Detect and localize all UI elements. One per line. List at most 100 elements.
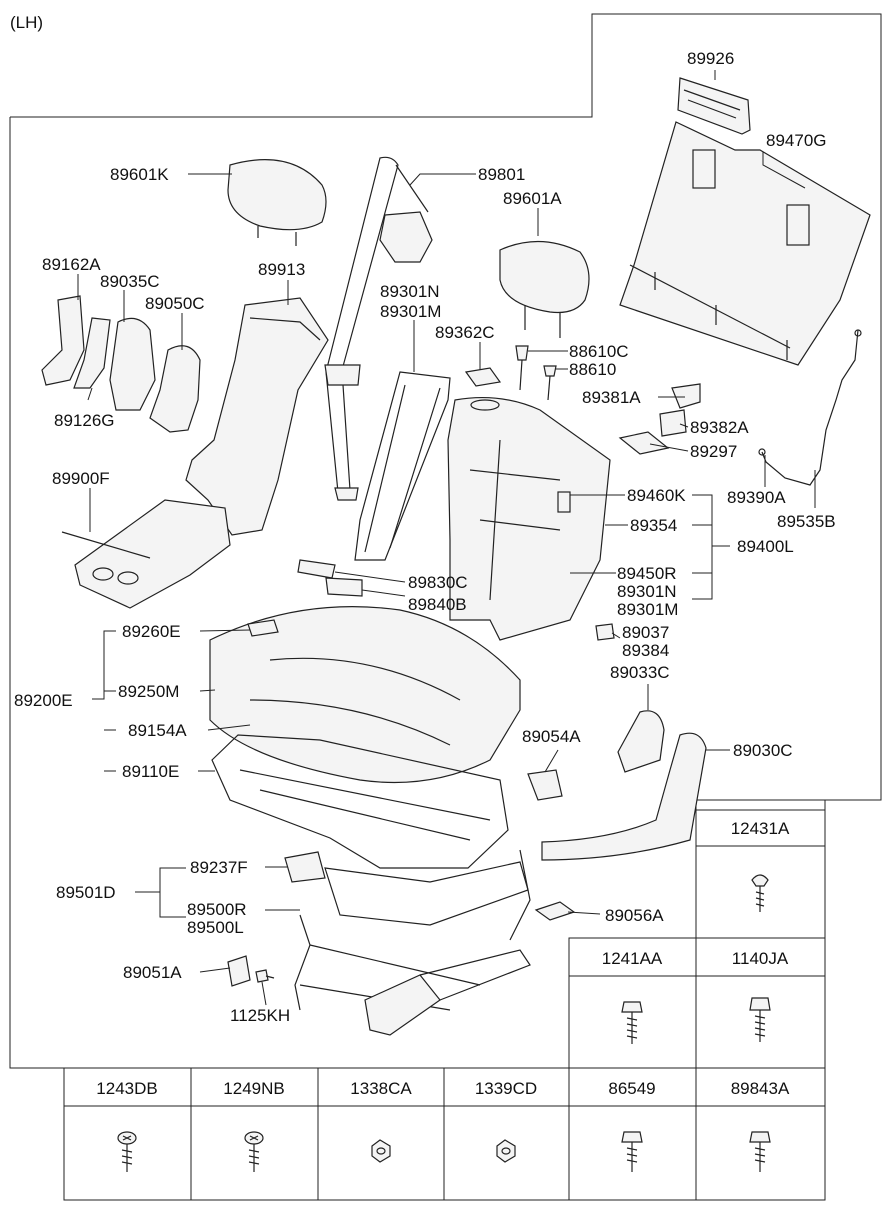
screw-icon-12431A [751,874,769,912]
bracket-89126G-part [73,317,111,389]
screw-icon-1243DB [117,1131,137,1172]
label-89500L: 89500L [187,918,244,937]
label-89297: 89297 [690,442,737,461]
cover-89050C-part [149,345,201,433]
fastener-code-1338CA: 1338CA [350,1079,412,1098]
label-89601A: 89601A [503,189,562,208]
seat-cushion-89250M-part [209,606,521,784]
seat-belt-89801-part [324,156,433,501]
label-89110E: 89110E [122,762,179,781]
label-1125KH: 1125KH [230,1006,290,1025]
label-89926: 89926 [687,49,734,68]
label-89301N-upper: 89301N [380,282,440,301]
label-89301N-lower: 89301N [617,582,677,601]
fastener-code-1243DB: 1243DB [96,1079,157,1098]
back-cushion-89913-part [185,297,329,536]
latch-89381A-part [671,383,701,409]
tag-89037-part [595,623,615,641]
slide-rail-89500-part [284,849,531,941]
label-89126G: 89126G [54,411,115,430]
guide-88610C-part [515,345,529,391]
armrest-89900F-part [61,499,231,609]
fastener-code-12431A: 12431A [731,819,790,838]
label-89535B: 89535B [777,512,836,531]
bracket-89054A-part [527,769,563,801]
label-89162A: 89162A [42,255,101,274]
bracket-89926-part [677,77,751,135]
label-89154A: 89154A [128,721,187,740]
bolt-icon-86549 [621,1131,643,1172]
buckle-89830C-part [297,559,336,579]
headrest-89601K-part [227,159,327,246]
headrest-89601A-part [499,240,590,338]
side-label: (LH) [10,13,43,32]
label-89381A: 89381A [582,388,641,407]
label-89200E: 89200E [14,691,73,710]
latch-89382A-part [659,409,687,437]
label-89301M-lower: 89301M [617,600,678,619]
label-89384: 89384 [622,641,669,660]
bolt-icon-1140JA [749,997,771,1042]
label-89354: 89354 [630,516,677,535]
label-89830C: 89830C [408,573,468,592]
bolt-icon-1241AA [621,1001,643,1044]
fastener-code-86549: 86549 [608,1079,655,1098]
back-frame-89301-part [354,371,451,561]
seat-back-89354-part [447,396,611,641]
label-89913: 89913 [258,260,305,279]
side-cover-89030C-part [541,732,707,861]
label-89035C: 89035C [100,272,160,291]
fastener-code-89843A: 89843A [731,1079,790,1098]
recliner-assembly-part [294,914,531,1036]
label-89390A: 89390A [727,488,786,507]
label-89450R: 89450R [617,564,677,583]
back-panel-89470G-part [619,121,871,366]
label-89260E: 89260E [122,622,181,641]
label-89801: 89801 [478,165,525,184]
label-88610: 88610 [569,360,616,379]
label-89054A: 89054A [522,727,581,746]
label-89500R: 89500R [187,900,247,919]
screw-icon-1249NB [244,1131,264,1172]
bolt-1125KH-part [255,969,275,983]
label-89030C: 89030C [733,741,793,760]
hinge-89162A-part [41,295,85,386]
label-89470G: 89470G [766,131,827,150]
label-88610C: 88610C [569,342,629,361]
fastener-code-1241AA: 1241AA [602,949,663,968]
label-89501D: 89501D [56,883,116,902]
fastener-code-1339CD: 1339CD [475,1079,537,1098]
label-89362C: 89362C [435,323,495,342]
tag-89362C-part [464,367,502,387]
fastener-code-1249NB: 1249NB [223,1079,284,1098]
part-labels: 89926 89470G 89601K 89801 89601A 89162A … [14,49,836,1025]
guide-88610-part [543,365,557,401]
label-89051A: 89051A [123,963,182,982]
side-cover-89033C-part [617,710,665,773]
label-89382A: 89382A [690,418,749,437]
label-89050C: 89050C [145,294,205,313]
fastener-code-1140JA: 1140JA [732,949,789,968]
cover-89035C-part [109,317,156,411]
buckle-89840B-part [325,577,363,597]
bolt-icon-89843A [749,1131,771,1172]
label-89301M-upper: 89301M [380,302,441,321]
cover-89056A-part [534,901,576,921]
cap-89051A-part [227,955,251,987]
label-89237F: 89237F [190,858,248,877]
label-89037: 89037 [622,623,669,642]
fastener-table: 12431A 1241AA 1140JA 1243DB 1249NB 1338C… [63,809,826,1201]
cover-89297-part [618,431,670,455]
label-89900F: 89900F [52,469,110,488]
nut-icon-1339CD [496,1139,516,1163]
seat-frame-89110E-part [211,734,509,869]
label-89400L: 89400L [737,537,794,556]
label-89033C: 89033C [610,663,670,682]
label-89460K: 89460K [627,486,686,505]
leader-lines [77,70,816,1006]
label-89601K: 89601K [110,165,169,184]
label-89840B: 89840B [408,595,467,614]
label-89056A: 89056A [605,906,664,925]
cable-89535B-part [758,329,862,486]
